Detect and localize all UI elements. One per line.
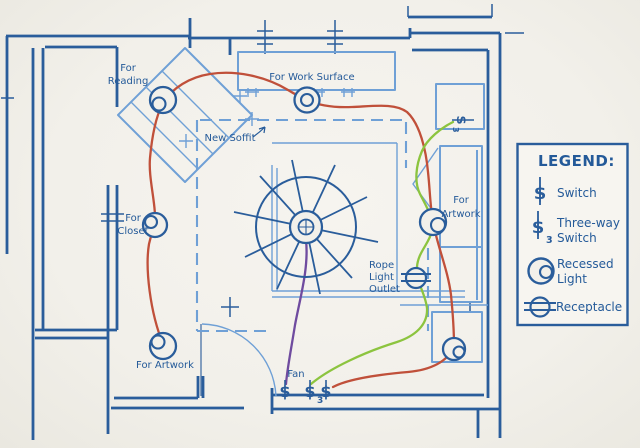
storage-square-bottom-right: [431, 311, 483, 363]
receptacle-rope-light: [401, 266, 431, 290]
legend-switch-label: Switch: [557, 186, 597, 200]
legend: LEGEND: $ Switch $ 3 Three-way Switch Re…: [516, 142, 629, 327]
fan-circle: [255, 176, 357, 278]
legend-recessed-label-line2: Light: [557, 272, 587, 286]
receptacle-circle: [404, 266, 428, 290]
label-reading-line2: Reading: [108, 76, 149, 87]
legend-item-recessed-light: Recessed Light: [527, 257, 614, 286]
fan-hub-cross: [299, 220, 313, 234]
recessed-light-closet: [141, 211, 169, 239]
legend-receptacle-label: Receptacle: [556, 300, 622, 314]
corner-shelf-diamond: [117, 47, 253, 183]
switch-fan-symbol: $: [279, 382, 290, 401]
label-fan: Fan: [287, 369, 304, 380]
legend-item-receptacle: Receptacle: [524, 296, 622, 318]
legend-title: LEGEND:: [538, 152, 615, 170]
furniture: [117, 47, 488, 397]
label-reading-line1: For: [120, 63, 137, 74]
plan-labels: For Reading For Work Surface New Soffit …: [108, 63, 481, 380]
label-rope-line3: Outlet: [369, 284, 400, 295]
legend-recessed-label-line1: Recessed: [557, 257, 614, 271]
legend-item-three-way-switch: $ 3 Three-way Switch: [532, 211, 620, 246]
switch-right-wall-three-way: $ 3: [451, 115, 474, 133]
legend-three-way-label-line1: Three-way: [556, 216, 620, 230]
wire-purple: [284, 238, 308, 386]
recessed-light-reading: [148, 85, 178, 115]
recessed-light-work-surface: [293, 86, 321, 114]
label-artwork-right-line2: Artwork: [441, 209, 480, 220]
legend-item-switch: $ Switch: [534, 177, 597, 205]
label-new-soffit: New Soffit: [204, 133, 255, 144]
switch-single-symbol: $: [320, 382, 331, 401]
label-artwork-right-line1: For: [453, 195, 470, 206]
switch-right-wall-subscript: 3: [451, 127, 460, 133]
switch-three-way-subscript: 3: [317, 396, 323, 406]
recessed-light-artwork-left: [148, 331, 178, 361]
switch-three-way-symbol: $: [304, 382, 315, 401]
label-rope-line1: Rope: [369, 260, 394, 271]
switch-stems: [284, 380, 327, 399]
legend-three-way-label-line2: Switch: [557, 231, 597, 245]
label-closet-line1: For: [125, 213, 142, 224]
recessed-light-icon-inner: [538, 264, 554, 280]
switch-icon-glyph: $: [534, 183, 547, 204]
new-soffit-dashed-outline: [195, 118, 430, 333]
three-way-switch-icon-glyph: $: [532, 217, 545, 238]
three-way-switch-icon-subscript: 3: [546, 235, 553, 246]
center-room-outline: [271, 142, 488, 306]
recessed-lights: [141, 85, 467, 362]
work-surface-counter: [237, 51, 396, 91]
switches: $ $ 3 $ $ 3: [279, 115, 474, 406]
receptacle-lines: [401, 273, 431, 282]
cabinet-zigzag-lines: [412, 147, 439, 219]
legend-box: [516, 142, 629, 327]
label-rope-line2: Light: [369, 272, 394, 283]
fan-hub-inner: [297, 218, 315, 236]
wall-lines: [5, 15, 502, 440]
wire-green: [309, 120, 455, 386]
ceiling-fan: [233, 159, 379, 295]
recessed-light-bottom-right: [441, 336, 467, 362]
switch-right-wall-glyph: $: [453, 115, 468, 124]
label-artwork-left: For Artwork: [136, 360, 194, 371]
label-closet-line2: Closet: [117, 226, 148, 237]
cabinet-upper-right-box: [435, 83, 485, 130]
drafting-cross-marks: [179, 89, 259, 148]
receptacle-icon-lines: [524, 302, 556, 311]
recessed-light-artwork-right: [418, 207, 448, 237]
walls: [1, 4, 524, 440]
new-soffit-arrow: [252, 126, 266, 138]
receptacle-icon: [529, 296, 551, 318]
label-work-surface: For Work Surface: [269, 72, 354, 83]
wall-ticks: [1, 4, 524, 317]
door-swing-arc: [201, 323, 277, 397]
